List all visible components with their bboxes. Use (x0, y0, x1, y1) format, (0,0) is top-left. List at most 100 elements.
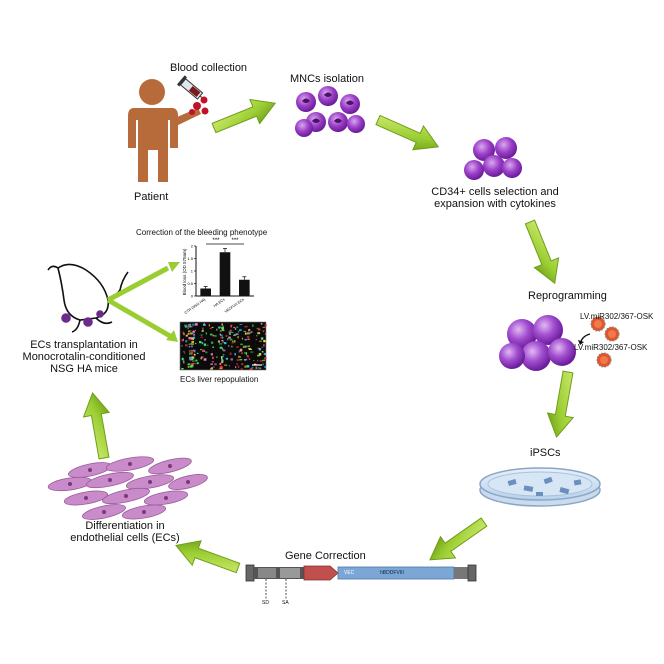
chart-error-bar (223, 248, 227, 253)
chart-ytick-label: 0.5 (187, 281, 193, 286)
liver-speckle (200, 334, 203, 336)
liver-speckle (257, 359, 259, 362)
liver-speckle (252, 324, 254, 327)
liver-speckle (187, 328, 189, 330)
liver-speckle (206, 344, 209, 346)
liver-speckle (190, 343, 192, 345)
liver-speckle (261, 351, 264, 353)
liver-speckle (250, 351, 254, 353)
liver-speckle (203, 343, 207, 346)
liver-speckle (257, 347, 259, 350)
liver-speckle (194, 350, 196, 353)
correction-title: Correction of the bleeding phenotype (136, 228, 268, 237)
liver-speckle (202, 349, 205, 352)
liver-speckle (222, 329, 225, 332)
chart-ylabel: Blood loss (OD 575nm) (182, 248, 187, 295)
liver-speckle (182, 361, 185, 364)
arrow-mouse-to-chart (106, 262, 180, 303)
liver-speckle (209, 333, 213, 336)
liver-speckle (244, 338, 247, 341)
liver-speckle (244, 358, 247, 361)
liver-speckle (231, 331, 234, 334)
liver-speckle (188, 350, 191, 352)
liver-speckle (221, 356, 224, 358)
liver-speckle (232, 340, 234, 342)
liver-speckle (190, 336, 192, 339)
reprogramming-cells-icon (499, 315, 576, 371)
liver-speckle (183, 351, 185, 353)
liver-speckle (260, 336, 264, 339)
liver-speckle (187, 363, 190, 366)
liver-speckle (247, 355, 249, 358)
liver-speckle (247, 338, 250, 341)
liver-speckle (193, 331, 195, 333)
liver-speckle (183, 332, 185, 336)
liver-speckle (194, 342, 197, 345)
liver-speckle (216, 328, 218, 331)
liver-speckle (201, 356, 204, 358)
liver-speckle (181, 357, 184, 360)
liver-speckle (187, 365, 190, 368)
liver-speckle (189, 363, 191, 365)
mncs-cells-icon (295, 86, 365, 137)
chart-bar (239, 279, 250, 296)
liver-speckle (222, 359, 224, 362)
liver-speckle (240, 368, 243, 370)
liver-speckle (211, 326, 214, 328)
liver-speckle (192, 330, 194, 333)
chart-ytick-label: 2 (191, 244, 194, 249)
liver-speckle (262, 362, 264, 365)
liver-speckle (257, 328, 261, 331)
gene-construct (245, 564, 477, 600)
liver-speckle (191, 356, 194, 359)
liver-speckle (264, 324, 268, 327)
chart-x-label: CTR (NSG HA) (184, 298, 206, 315)
liver-speckle (210, 363, 213, 365)
liver-speckle (221, 358, 223, 361)
liver-speckle (182, 359, 185, 362)
cd34-label-line2: expansion with cytokines (434, 198, 556, 210)
liver-speckle (189, 323, 192, 326)
liver-speckle (219, 365, 222, 367)
liver-speckle (212, 334, 215, 337)
blood-drops-icon (189, 96, 209, 115)
patient-figure (128, 79, 201, 182)
cd34-label: CD34+ cells selection and expansion with… (410, 186, 580, 210)
liver-speckle (244, 326, 247, 328)
liver-micrograph (179, 321, 268, 371)
liver-speckle (245, 345, 247, 348)
liver-speckle (229, 352, 232, 355)
liver-speckle (190, 338, 193, 341)
liver-speckle (253, 360, 255, 362)
liver-speckle (191, 358, 194, 361)
liver-speckle (220, 347, 223, 349)
liver-speckle (239, 349, 242, 352)
chart-significance: *** *** (206, 238, 244, 245)
liver-speckle (188, 339, 190, 341)
liver-speckle (248, 358, 251, 361)
construct-sd-label: SD (262, 600, 269, 606)
chart-bar (200, 288, 211, 296)
liver-speckle (221, 323, 223, 326)
lentiviral-vector-icon (578, 316, 620, 368)
liver-speckle (258, 367, 260, 370)
liver-speckle (193, 349, 196, 352)
chart-ytick-label: 1 (191, 269, 194, 274)
liver-speckle (234, 353, 236, 356)
liver-speckle (208, 324, 210, 327)
reprogramming-label: Reprogramming (528, 290, 607, 302)
liver-speckle (240, 343, 243, 346)
petri-dish-icon (479, 467, 601, 507)
liver-speckle (219, 330, 222, 332)
liver-speckle (261, 346, 263, 349)
construct-vec-promoter (303, 565, 339, 581)
liver-speckle (186, 333, 189, 335)
liver-speckle (188, 332, 190, 335)
liver-speckle (235, 333, 239, 335)
liver-speckle (263, 344, 265, 347)
arrow-patient-to-mncs (208, 90, 281, 141)
liver-speckle (251, 366, 254, 369)
liver-speckle (218, 343, 221, 345)
liver-speckle (200, 349, 203, 351)
liver-speckle (233, 333, 237, 336)
